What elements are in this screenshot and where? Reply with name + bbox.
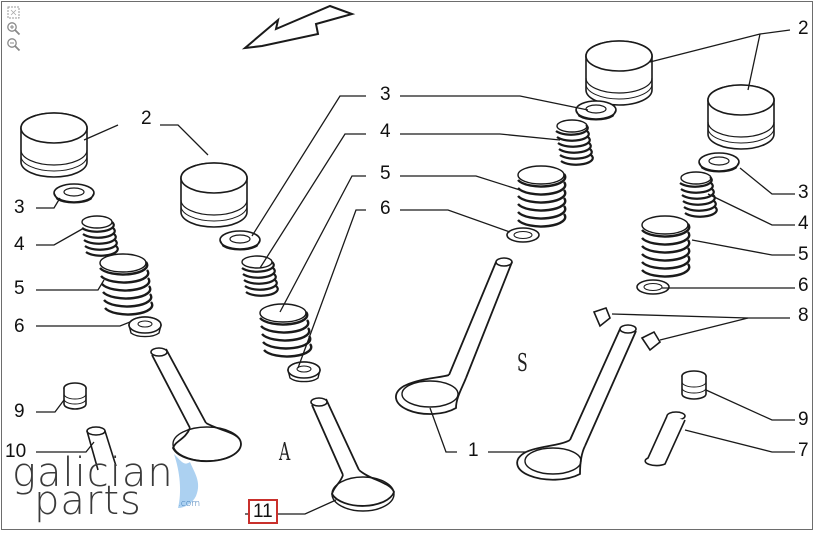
- right-b-valve: [516, 324, 637, 481]
- zoom-toolbar: [6, 5, 22, 52]
- right-a-inner-spring: [555, 119, 594, 166]
- left-spring-seat: [128, 316, 162, 338]
- right-b-tappet: [707, 84, 775, 150]
- callout-right-5: 5: [798, 244, 809, 265]
- right-a-retainer: [575, 100, 617, 121]
- callout-center-4: 4: [380, 121, 391, 142]
- left-valve-seal: [63, 382, 87, 410]
- right-a-outer-spring: [517, 165, 567, 228]
- callout-left-9: 9: [14, 401, 25, 422]
- callout-right-3: 3: [798, 182, 809, 203]
- callout-center-6: 6: [380, 198, 391, 219]
- callout-right-4: 4: [798, 213, 809, 234]
- callout-right-9: 9: [798, 409, 809, 430]
- right-a-tappet: [585, 40, 653, 106]
- center-inner-spring: [241, 255, 279, 297]
- right-b-valve-keepers: [592, 307, 662, 352]
- watermark-line-1: galician: [12, 450, 174, 496]
- right-b-inner-spring: [679, 171, 718, 218]
- center-spring-seat: [287, 361, 321, 383]
- callout-left-3: 3: [14, 197, 25, 218]
- callout-right-7: 7: [798, 440, 809, 461]
- center-valve: [310, 397, 395, 512]
- right-b-retainer: [698, 152, 740, 173]
- right-b-spring-seat: [636, 279, 670, 295]
- zoom-out-icon[interactable]: [6, 37, 21, 52]
- left-valve: [150, 347, 242, 463]
- left-valve-guide: [86, 426, 117, 471]
- callout-right-2: 2: [798, 18, 809, 39]
- callout-left-10: 10: [5, 441, 27, 462]
- left-inner-spring: [81, 215, 119, 257]
- watermark-accent-shape: [174, 454, 199, 508]
- right-b-valve-seal: [681, 370, 707, 400]
- callout-center-11-highlighted[interactable]: 11: [248, 499, 278, 524]
- callout-left-4: 4: [14, 234, 25, 255]
- direction-arrow: [241, 4, 356, 50]
- left-tappet: [20, 112, 88, 178]
- callout-right-6: 6: [798, 275, 809, 296]
- callout-left-6: 6: [14, 316, 25, 337]
- center-outer-spring: [259, 303, 313, 358]
- callout-right-1: 1: [468, 440, 479, 461]
- right-a-valve: [395, 257, 513, 415]
- watermark-line-2: parts: [34, 478, 142, 524]
- section-label-s: S: [517, 349, 528, 377]
- section-label-a: A: [279, 438, 291, 466]
- watermark-suffix: .com: [178, 499, 201, 509]
- callout-right-8: 8: [798, 305, 809, 326]
- callout-center-3: 3: [380, 84, 391, 105]
- left-outer-spring: [99, 253, 154, 316]
- zoom-in-icon[interactable]: [6, 21, 21, 36]
- callout-left-2: 2: [141, 108, 152, 129]
- right-a-spring-seat: [506, 227, 540, 243]
- right-b-valve-guide: [644, 411, 686, 467]
- leader-lines: [36, 29, 795, 515]
- left-retainer: [53, 183, 95, 204]
- callout-center-5: 5: [380, 163, 391, 184]
- center-tappet: [180, 162, 248, 228]
- fit-icon[interactable]: [6, 5, 21, 20]
- right-b-outer-spring: [641, 215, 691, 278]
- callout-left-5: 5: [14, 278, 25, 299]
